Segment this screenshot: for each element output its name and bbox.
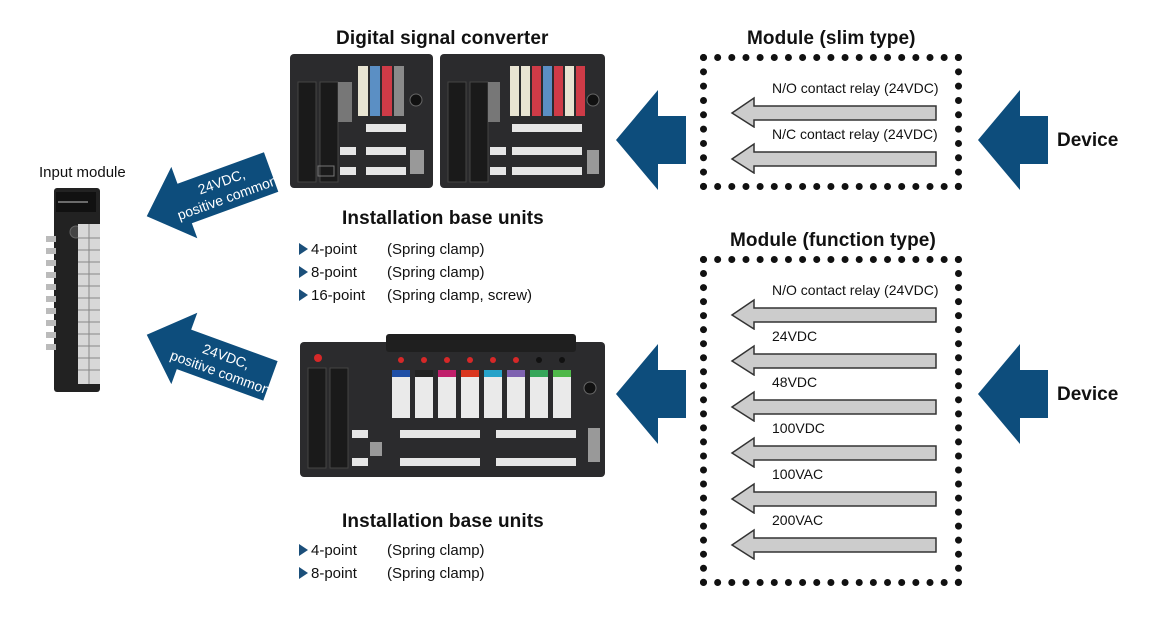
slim-relay-label: N/C contact relay (24VDC) xyxy=(772,126,938,142)
module-to-converter-arrow-bottom xyxy=(616,344,686,444)
function-relay-arrow xyxy=(730,390,937,422)
item-desc: (Spring clamp) xyxy=(387,264,485,281)
converter-unit-bottom xyxy=(300,334,605,477)
slim-module-title: Module (slim type) xyxy=(747,28,916,49)
bullet-triangle-icon xyxy=(299,544,308,556)
function-relay-label: 100VDC xyxy=(772,420,825,436)
module-to-converter-arrow-top xyxy=(616,90,686,190)
output-arrow-bottom: 24VDC, positive common xyxy=(146,312,278,401)
function-relay-arrow xyxy=(730,482,937,514)
item-points: 8-point xyxy=(311,565,357,582)
function-relay-arrow xyxy=(730,344,937,376)
installation-top-item: 8-point (Spring clamp) xyxy=(299,261,569,284)
installation-bottom-title: Installation base units xyxy=(342,511,544,532)
item-points: 8-point xyxy=(311,264,357,281)
installation-bottom-item: 8-point (Spring clamp) xyxy=(299,562,569,585)
function-relay-label: 48VDC xyxy=(772,374,818,390)
item-desc: (Spring clamp, screw) xyxy=(387,287,533,304)
input-module-label: Input module xyxy=(39,164,126,181)
installation-top-list: 4-point (Spring clamp) 8-point (Spring c… xyxy=(299,238,569,307)
function-relay-label: 100VAC xyxy=(772,466,824,482)
installation-top-item: 16-point (Spring clamp, screw) xyxy=(299,284,569,307)
device-label-bottom: Device xyxy=(1057,384,1119,405)
item-desc: (Spring clamp) xyxy=(387,241,485,258)
bullet-triangle-icon xyxy=(299,266,308,278)
installation-top-item: 4-point (Spring clamp) xyxy=(299,238,569,261)
function-module-title: Module (function type) xyxy=(730,230,936,251)
slim-relay-arrow xyxy=(730,96,937,128)
item-desc: (Spring clamp) xyxy=(387,542,485,559)
device-label-top: Device xyxy=(1057,130,1119,151)
item-points: 4-point xyxy=(311,542,357,559)
converter-units-top xyxy=(290,54,605,188)
device-arrow-bottom xyxy=(978,344,1048,444)
function-relay-arrow xyxy=(730,528,937,560)
function-relay-arrow xyxy=(730,298,937,330)
output-arrow-top: 24VDC, positive common xyxy=(146,152,279,239)
function-relay-label: 200VAC xyxy=(772,512,824,528)
bullet-triangle-icon xyxy=(299,567,308,579)
bullet-triangle-icon xyxy=(299,289,308,301)
input-module-image xyxy=(46,188,100,392)
slim-relay-label: N/O contact relay (24VDC) xyxy=(772,80,939,96)
digital-signal-converter-title: Digital signal converter xyxy=(336,28,549,49)
item-desc: (Spring clamp) xyxy=(387,565,485,582)
installation-top-title: Installation base units xyxy=(342,208,544,229)
function-relay-label: N/O contact relay (24VDC) xyxy=(772,282,939,298)
item-points: 4-point xyxy=(311,241,357,258)
slim-module-box xyxy=(700,54,962,190)
item-points: 16-point xyxy=(311,287,366,304)
installation-bottom-item: 4-point (Spring clamp) xyxy=(299,539,569,562)
device-arrow-top xyxy=(978,90,1048,190)
installation-bottom-list: 4-point (Spring clamp) 8-point (Spring c… xyxy=(299,539,569,585)
slim-relay-arrow xyxy=(730,142,937,174)
function-relay-arrow xyxy=(730,436,937,468)
function-relay-label: 24VDC xyxy=(772,328,818,344)
bullet-triangle-icon xyxy=(299,243,308,255)
function-module-box xyxy=(700,256,962,586)
